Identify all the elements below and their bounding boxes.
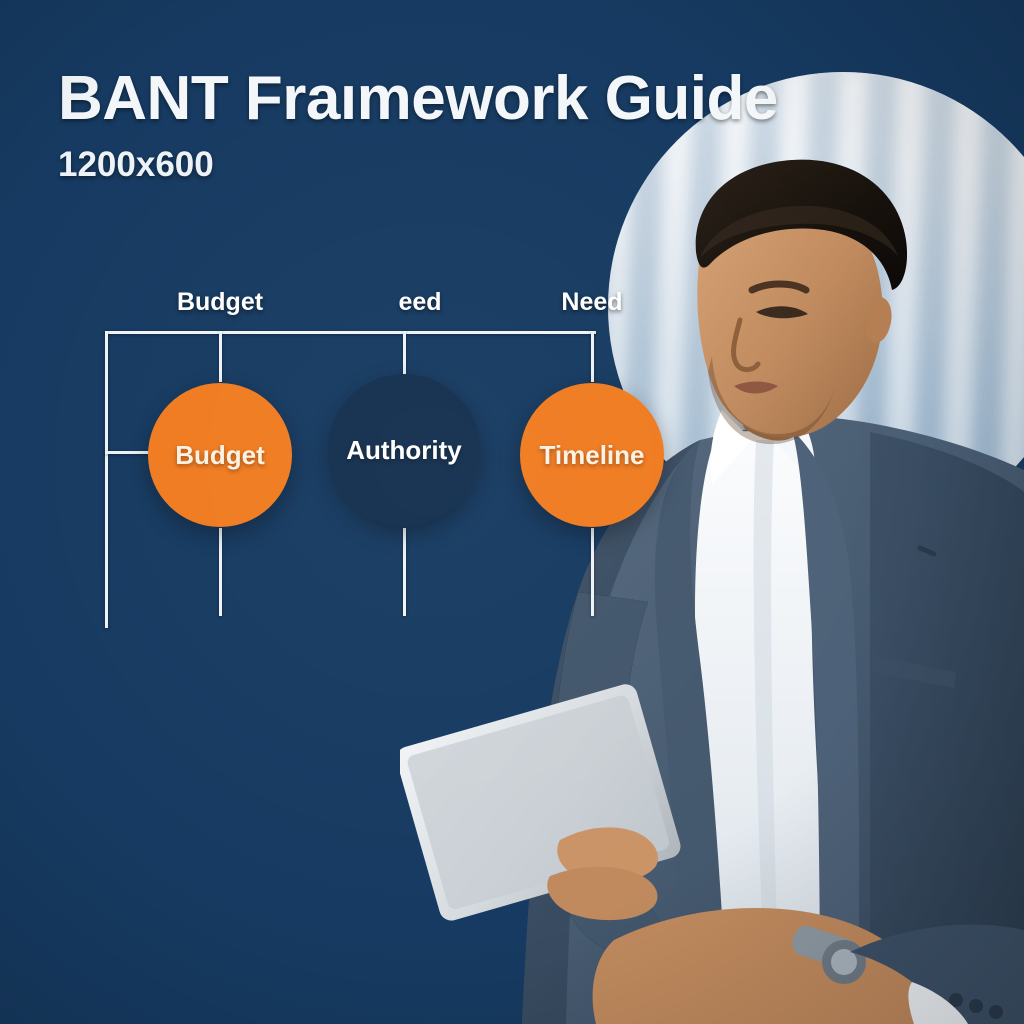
page-subtitle: 1200x600 xyxy=(58,145,214,184)
connector-left-stub xyxy=(105,451,161,454)
connector-stem-budget xyxy=(219,528,222,616)
diagram-node-budget[interactable]: Budget xyxy=(148,383,292,527)
connector-top-bar xyxy=(105,331,596,334)
businessman-photo xyxy=(400,140,1024,1024)
bant-diagram: Budget eed Need Budget Authority Timelin… xyxy=(0,0,720,700)
diagram-node-authority-label: Authority xyxy=(346,434,462,465)
diagram-top-label-need: Need xyxy=(561,288,623,316)
diagram-node-timeline[interactable]: Timeline xyxy=(520,383,664,527)
connector-stem-authority xyxy=(403,528,406,616)
diagram-node-authority[interactable]: Authority xyxy=(328,374,480,526)
connector-tick-authority xyxy=(403,331,406,382)
diagram-top-label-need-truncated: eed xyxy=(398,288,442,316)
diagram-node-timeline-label: Timeline xyxy=(539,439,645,470)
page-title: BANT Fraımework Guide xyxy=(58,64,778,133)
diagram-top-label-budget: Budget xyxy=(176,288,264,316)
connector-tick-budget xyxy=(219,331,222,382)
connector-stem-timeline xyxy=(591,528,594,616)
connector-left-rail xyxy=(105,331,108,628)
diagram-node-budget-label: Budget xyxy=(175,439,265,470)
connector-tick-timeline xyxy=(591,331,594,382)
